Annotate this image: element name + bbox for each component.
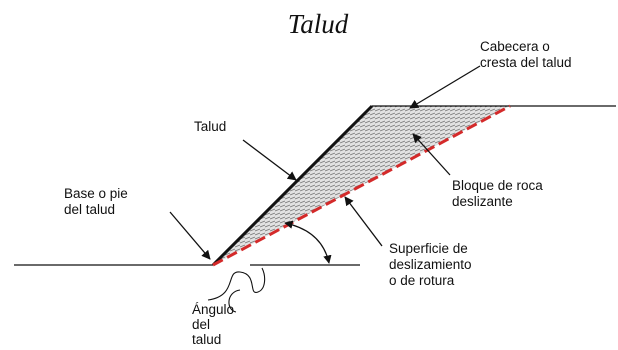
base-label: Base o pie del talud (64, 186, 132, 217)
slope-leader-arrow (242, 139, 297, 181)
block-label-line-2: deslizante (452, 194, 513, 209)
slope-angle-label-line-2: del (192, 317, 210, 332)
block-leader-arrow (412, 133, 451, 176)
slope-angle-arc (284, 220, 332, 264)
crest-leader-arrow (409, 65, 481, 109)
slope-angle-label: Ángulo del talud (192, 302, 238, 347)
angle-squiggle-arrow (207, 267, 266, 301)
surface-leader-arrow (344, 196, 383, 247)
failure-surface-label-line-3: o de rotura (389, 273, 455, 288)
base-label-line-2: del talud (64, 202, 115, 217)
slope-angle-label-line-1: Ángulo (192, 302, 234, 317)
diagram-title: Talud (288, 9, 349, 39)
slope-face-line (211, 104, 374, 267)
failure-surface-line (212, 104, 511, 267)
base-leader-arrow (169, 211, 211, 260)
crest-label-line-2: cresta del talud (480, 55, 572, 70)
angle-leader-hook (228, 289, 241, 313)
slope-label: Talud (194, 119, 226, 134)
slope-angle-label-line-3: talud (192, 332, 221, 347)
block-label: Bloque de roca deslizante (452, 178, 547, 209)
crest-label-line-1: Cabecera o (480, 39, 550, 54)
failure-surface-label-line-1: Superficie de (389, 241, 468, 256)
failure-surface-label: Superficie de deslizamiento o de rotura (389, 241, 475, 288)
failure-surface-label-line-2: deslizamiento (389, 257, 472, 272)
crest-label: Cabecera o cresta del talud (480, 39, 572, 70)
base-label-line-1: Base o pie (64, 186, 128, 201)
block-label-line-1: Bloque de roca (452, 178, 543, 193)
